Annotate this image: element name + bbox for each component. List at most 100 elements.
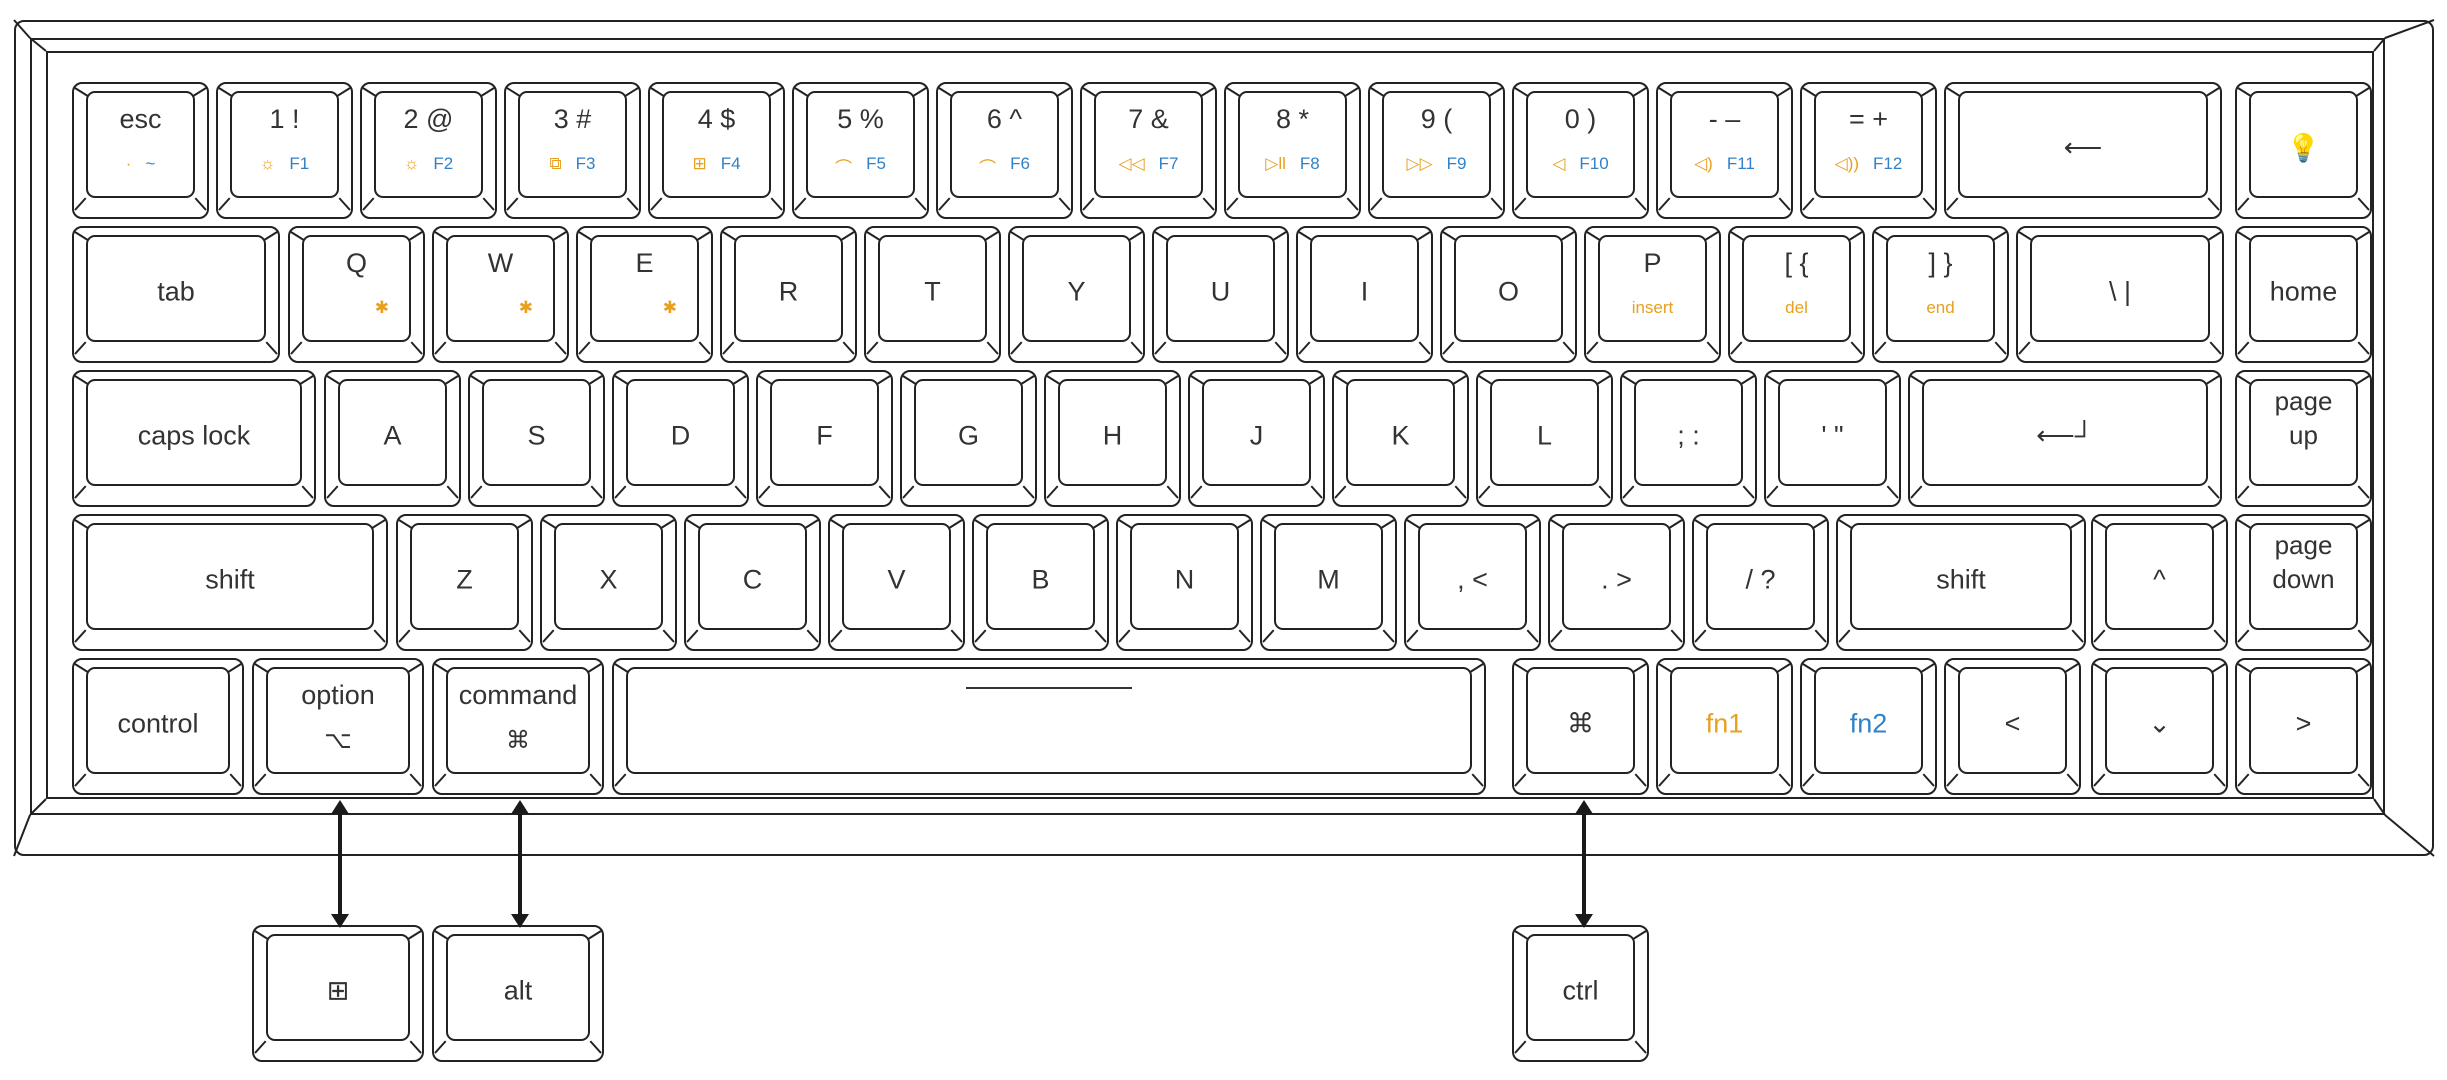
keycap-top [2249,235,2358,342]
keycap-bevel-edge [589,1040,602,1054]
keycap-top [482,379,591,486]
keycap-top [1346,379,1455,486]
keycap-top [1418,523,1527,630]
keycap-bevel-edge [409,773,422,787]
key-legend: ⟵ [2063,131,2103,162]
keycap-bevel-edge [986,341,999,355]
keycap-top [266,934,410,1041]
keycap-top [410,523,519,630]
keycap-bevel-edge [1658,197,1671,211]
row4-key-shift-11: shift [1836,514,2086,651]
fn-key-label: F6 [1010,154,1030,173]
keycap-top [1202,379,1311,486]
keycap-bevel-edge [326,485,339,499]
key-legend: G [957,419,979,450]
keycap-bevel-edge [434,1040,447,1054]
keycap-bevel-edge [1382,629,1395,643]
keycap-bevel-edge [770,197,783,211]
keycap-top [1958,91,2208,198]
keycap-top [1130,523,1239,630]
keycap-top [554,523,663,630]
row5-key-command-2: command⌘ [432,658,604,795]
key-legend: esc [119,104,162,134]
keycap-top [2030,235,2210,342]
keycap-bevel-edge [434,773,447,787]
key-legend: S [527,419,546,450]
command-arrow-shaft [518,812,522,918]
keycap-top [1670,91,1779,198]
keycap-bevel-edge [2018,341,2031,355]
key-legend: T [924,275,941,306]
keycap-top [1814,667,1923,774]
keycap-bevel-edge [1634,197,1647,211]
keycap-top [878,235,987,342]
keycap-bevel-edge [1094,629,1107,643]
fn-key-label: F11 [1726,154,1755,173]
keycap-bevel-edge [938,197,951,211]
keycap-top [1238,91,1347,198]
keycap-bevel-edge [974,629,987,643]
keycap-bevel-edge [1238,629,1251,643]
key-legend: N [1174,563,1195,594]
keycap-top [842,523,951,630]
key-legend: J [1249,419,1264,450]
keycap-top [446,667,590,774]
keycap-top [1382,91,1491,198]
row2-key-symbol-11: [ {del [1728,226,1865,363]
row4-key-c-3: C [684,514,821,651]
row5-key-symbol-7: < [1944,658,2081,795]
keycap-top [2249,91,2358,198]
keycap-bevel-edge [2213,773,2226,787]
launchpad-icon: ⊞ [692,154,707,173]
keyboard-plate [46,51,2374,799]
fn-legend-row: ▷▷F9 [1370,154,1503,174]
keycap-bevel-edge [2237,341,2250,355]
keycap-top [86,379,302,486]
fn-key-label: F4 [720,154,741,173]
fn-legend-row: ◁)F11 [1658,154,1791,174]
key-legend: shift [1936,563,1986,594]
keycap-bevel-edge [1766,485,1779,499]
keycap-bevel-edge [254,1040,267,1054]
keycap-top [1850,523,2072,630]
keycap-bevel-edge [830,629,843,643]
key-legend: F [816,419,833,450]
keycap-bevel-edge [2093,773,2106,787]
row4-key-symbol-8: , < [1404,514,1541,651]
key-legend: P [1643,248,1662,278]
keycap-bevel-edge [2357,629,2370,643]
keycap-bevel-edge [1166,485,1179,499]
fn-key-label: F10 [1579,154,1609,173]
ctrl-arrow-shaft [1582,812,1586,918]
keycap-bevel-edge [1586,341,1599,355]
key-legend: 💡 [2286,132,2321,163]
keycap-bevel-edge [2237,197,2250,211]
keycap-bevel-edge [74,485,87,499]
volume-up-icon: ◁)) [1834,154,1860,173]
key-legend: = + [1848,104,1889,134]
row1-key-2-2: 2 @☼F2 [360,82,497,219]
keycap-bevel-edge [1118,629,1131,643]
keycap-bevel-edge [626,197,639,211]
key-legend: Q [345,248,367,278]
key-legend: W [487,248,514,278]
keycap-bevel-edge [506,197,519,211]
ctrl-arrow-head-bottom [1575,914,1593,928]
modifier-symbol-icon: ⌥ [324,727,352,754]
keycap-bevel-edge [338,197,351,211]
tilde-legend: ~ [145,154,156,173]
keycap-top [1526,667,1635,774]
keycap-bevel-edge [1622,485,1635,499]
keycap-bevel-edge [1022,485,1035,499]
keycap-bevel-edge [590,485,603,499]
keycap-top [2249,667,2358,774]
keycap-bevel-edge [1298,341,1311,355]
key-legend: control [117,707,199,738]
bluetooth-icon: ✱ [374,298,389,317]
fn-legend-row: ⌒F6 [938,154,1071,179]
esc-secondary-legend: ·~ [74,154,207,174]
